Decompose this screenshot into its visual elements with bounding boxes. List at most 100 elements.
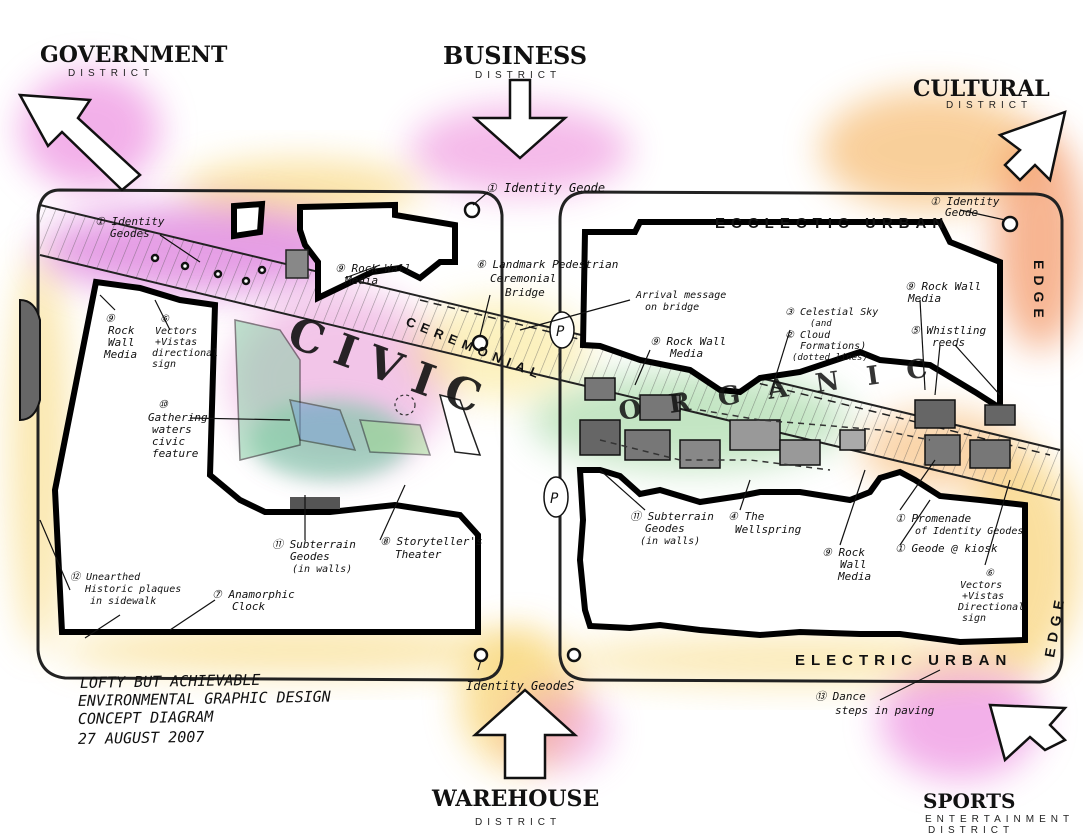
note-rock-wall-center-1: ⑨ Rock Wall: [650, 335, 726, 348]
note-identity-geodes-bottom: Identity GeodeS: [466, 679, 574, 693]
note-subterrain-left-3: (in walls): [292, 564, 352, 575]
note-unearthed-3: in sidewalk: [90, 596, 156, 607]
note-rock-wall-top-2: Media: [344, 274, 378, 287]
civic-plaza: [234, 249, 482, 509]
note-whistling-2: reeds: [932, 336, 965, 349]
note-vectors-left-2: Vectors: [155, 326, 197, 337]
note-dance-2: steps in paving: [835, 704, 935, 717]
note-celestial-2: (and: [810, 319, 832, 329]
title-date: 27 AUGUST 2007: [78, 728, 205, 748]
note-identity-geodes-tl-1: ① Identity: [95, 215, 165, 228]
note-vectors-left-4: directional: [152, 348, 218, 359]
title-line-2: ENVIRONMENTAL GRAPHIC DESIGN: [78, 688, 332, 710]
district-labels: GOVERNMENT DISTRICT BUSINESS DISTRICT CU…: [40, 41, 1074, 833]
note-anamorphic-2: Clock: [232, 600, 265, 613]
buildings: [51, 200, 1028, 646]
note-vectors-left-3: +Vistas: [155, 337, 197, 348]
note-landmark-1: ⑥ Landmark Pedestrian: [476, 258, 618, 271]
note-subterrain-left-2: Geodes: [290, 550, 330, 563]
geode-node-top: [463, 201, 481, 219]
geode-node-bottom-left: [473, 647, 489, 663]
note-rock-wall-left-2: Rock: [108, 324, 135, 337]
sports-sub2: DISTRICT: [928, 825, 1014, 833]
parking-markers: P P: [543, 311, 575, 518]
note-rock-wall-right-2: Media: [907, 292, 941, 305]
business-sub: DISTRICT: [475, 70, 561, 81]
warehouse-label: WAREHOUSE: [431, 786, 599, 812]
note-vectors-left-5: sign: [152, 359, 176, 370]
building-right-top: [579, 219, 1003, 414]
note-vectors-right-3: +Vistas: [962, 591, 1004, 602]
note-unearthed-2: Historic plaques: [84, 584, 181, 595]
arrow-business: [471, 78, 569, 160]
edge-bottom-label: ELECTRIC URBAN: [795, 652, 1012, 669]
note-rock-wall-br-2: Wall: [840, 558, 867, 571]
note-arrival-2: on bridge: [645, 302, 699, 313]
building-rock-wall-top: [297, 201, 458, 303]
note-subterrain-right-1: ⑪ Subterrain: [630, 510, 714, 523]
note-storyteller-1: ⑧ Storyteller's: [380, 535, 483, 548]
note-promenade-2: of Identity Geodes: [915, 526, 1023, 537]
note-rock-wall-right-1: ⑨ Rock Wall: [905, 280, 981, 293]
business-label: BUSINESS: [443, 41, 587, 70]
note-identity-geode-right-2: Geode: [945, 206, 978, 219]
note-geode-kiosk: ① Geode @ kiosk: [895, 542, 998, 555]
parking-p-top: P: [556, 324, 565, 340]
edge-right-top-label: EDGE: [1031, 260, 1047, 324]
note-anamorphic-1: ⑦ Anamorphic: [212, 588, 295, 601]
note-unearthed-1: ⑫ Unearthed: [70, 571, 141, 583]
note-rock-wall-left-4: Media: [103, 348, 137, 361]
note-whistling-1: ⑤ Whistling: [910, 324, 986, 337]
arrow-government: [17, 93, 142, 192]
note-rock-wall-left-1: ⑨: [105, 312, 116, 325]
note-rock-wall-top-1: ⑨ Rock Wall: [335, 262, 411, 275]
cultural-label: CULTURAL: [913, 76, 1050, 102]
note-wellspring-1: ④ The: [728, 510, 765, 523]
note-rock-wall-left-3: Wall: [108, 336, 135, 349]
note-celestial-1: ③ Celestial Sky: [785, 307, 878, 318]
geode-node-bottom-right: [566, 647, 582, 663]
note-vectors-right-1: ⑥: [985, 568, 995, 579]
note-rock-wall-center-2: Media: [669, 347, 703, 360]
cultural-sub: DISTRICT: [946, 100, 1032, 111]
note-subterrain-right-3: (in walls): [640, 536, 700, 547]
geode-node-right: [1001, 215, 1019, 233]
note-vectors-right-4: Directional: [957, 602, 1024, 613]
building-right-bottom: [576, 467, 1028, 646]
west-structure: [19, 298, 41, 422]
parking-p-bottom: P: [550, 491, 559, 507]
note-gathering-5: feature: [152, 447, 199, 460]
note-gathering-1: ⑩: [158, 398, 169, 411]
building-small-top: [231, 200, 266, 240]
arrow-sports: [988, 703, 1068, 763]
note-identity-geode-top: ① Identity Geode: [486, 181, 605, 195]
note-landmark-2: Ceremonial: [490, 272, 556, 285]
note-vectors-right-5: sign: [962, 613, 986, 624]
title-block: LOFTY BUT ACHIEVABLE ENVIRONMENTAL GRAPH…: [78, 671, 332, 748]
leader-lines: [39, 191, 1011, 701]
warehouse-sub: DISTRICT: [475, 817, 561, 828]
note-landmark-3: Bridge: [505, 286, 545, 299]
district-arrows: [17, 78, 1068, 780]
note-vectors-right-2: Vectors: [960, 580, 1002, 591]
block-outline-right: [558, 190, 1064, 684]
organic-features: [579, 377, 1016, 471]
note-gathering-3: waters: [152, 423, 192, 436]
note-arrival-1: Arrival message: [635, 290, 726, 301]
arrow-warehouse: [471, 688, 579, 780]
note-promenade-1: ① Promenade: [895, 512, 971, 525]
note-gathering-2: Gathering: [148, 411, 208, 424]
note-subterrain-right-2: Geodes: [645, 522, 685, 535]
note-gathering-4: civic: [152, 435, 185, 448]
geode-nodes: [150, 201, 1019, 663]
sports-label: SPORTS: [923, 789, 1016, 813]
government-sub: DISTRICT: [68, 68, 154, 79]
note-celestial-4: Formations): [800, 341, 866, 352]
note-wellspring-2: Wellspring: [735, 523, 802, 536]
note-storyteller-2: Theater: [395, 548, 442, 561]
note-celestial-5: (dotted lines): [792, 353, 868, 363]
sports-sub: ENTERTAINMENT: [925, 814, 1074, 825]
title-line-1: LOFTY BUT ACHIEVABLE: [80, 671, 261, 692]
note-subterrain-left-1: ⑪ Subterrain: [272, 538, 356, 551]
